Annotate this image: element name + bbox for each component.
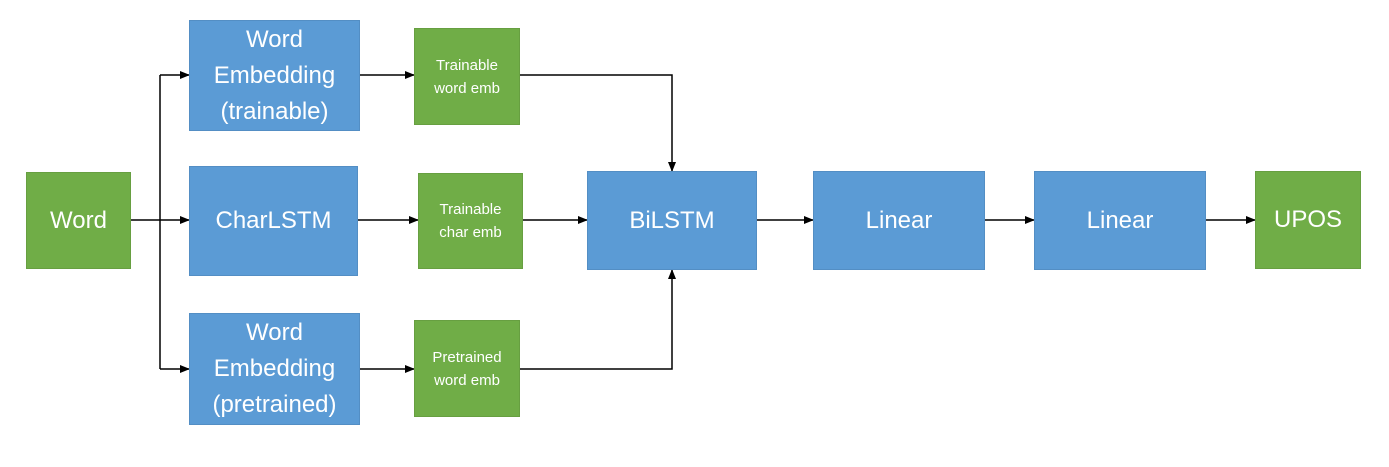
- word-embedding-pretrained-node: Word Embedding (pretrained): [189, 313, 360, 425]
- word-input-label: Word: [50, 206, 107, 234]
- pretrained-word-emb-label: Pretrained word emb: [432, 348, 502, 389]
- word-embedding-trainable-node: Word Embedding (trainable): [189, 20, 360, 131]
- word-input-node: Word: [26, 172, 131, 269]
- arrow-trainable-word-emb-to-bilstm: [520, 74, 676, 172]
- trainable-word-emb-node: Trainable word emb: [414, 28, 520, 125]
- upos-output-label: UPOS: [1273, 206, 1342, 233]
- linear-2-node: Linear: [1034, 171, 1206, 270]
- linear-2-label: Linear: [1086, 206, 1154, 234]
- trainable-char-emb-label: Trainable char emb: [439, 201, 502, 241]
- trainable-char-emb-node: Trainable char emb: [418, 173, 523, 269]
- word-embedding-trainable-label: Word Embedding (trainable): [213, 25, 336, 125]
- charlstm-label: CharLSTM: [215, 207, 332, 234]
- pretrained-word-emb-node: Pretrained word emb: [414, 320, 520, 417]
- bilstm-label: BiLSTM: [629, 206, 715, 234]
- charlstm-node: CharLSTM: [189, 166, 358, 276]
- upos-output-node: UPOS: [1255, 171, 1361, 269]
- trainable-word-emb-label: Trainable word emb: [434, 56, 500, 97]
- arrow-pretrained-word-emb-to-bilstm: [520, 269, 676, 370]
- word-embedding-pretrained-label: Word Embedding (pretrained): [212, 319, 337, 418]
- linear-1-node: Linear: [813, 171, 985, 270]
- bilstm-node: BiLSTM: [587, 171, 757, 270]
- linear-1-label: Linear: [865, 206, 933, 234]
